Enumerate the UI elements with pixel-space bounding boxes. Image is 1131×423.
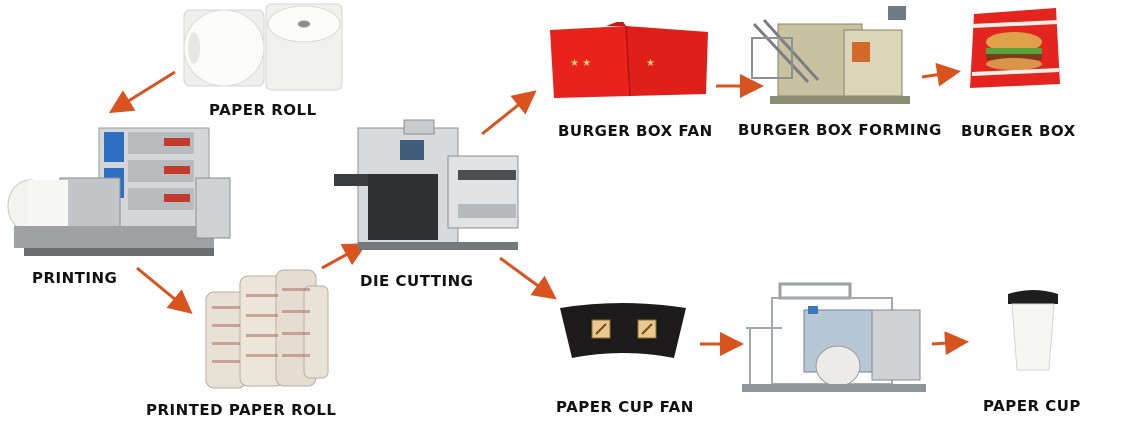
arrow-machine-to-paper-cup <box>931 331 969 356</box>
arrow-printed-roll-to-die-cutting <box>321 243 368 270</box>
svg-text:★ ★: ★ ★ <box>570 58 591 69</box>
label-paper-cup: PAPER CUP <box>983 397 1081 415</box>
label-paper-roll: PAPER ROLL <box>209 101 317 119</box>
paper-roll-icon <box>174 2 344 94</box>
paper-cup-machine-icon <box>742 280 928 396</box>
arrow-printing-to-printed-roll <box>136 266 193 314</box>
printed-paper-roll-icon <box>200 266 330 394</box>
burger-box-forming-machine-icon <box>748 2 920 108</box>
label-burger-box-fan: BURGER BOX FAN <box>558 122 713 140</box>
arrow-die-cutting-to-cup-fan <box>499 256 557 300</box>
label-paper-cup-fan: PAPER CUP FAN <box>556 398 694 416</box>
arrow-forming-to-burger-box <box>921 62 961 87</box>
paper-cup-fan-icon <box>558 302 688 364</box>
printing-machine-icon <box>4 118 236 264</box>
label-printing: PRINTING <box>32 269 118 287</box>
label-die-cutting: DIE CUTTING <box>360 272 474 290</box>
label-printed-paper-roll: PRINTED PAPER ROLL <box>146 401 337 419</box>
paper-cup-icon <box>1006 290 1060 374</box>
die-cutting-machine-icon <box>328 116 522 256</box>
burger-box-fan-icon: ★ ★ ★ <box>546 20 712 100</box>
svg-text:★: ★ <box>646 58 655 69</box>
arrow-die-cutting-to-burger-fan <box>481 90 537 136</box>
label-burger-box-forming: BURGER BOX FORMING <box>738 121 942 139</box>
arrow-paper-roll-to-printing <box>108 70 176 114</box>
label-burger-box: BURGER BOX <box>961 122 1076 140</box>
burger-box-icon <box>966 4 1064 94</box>
